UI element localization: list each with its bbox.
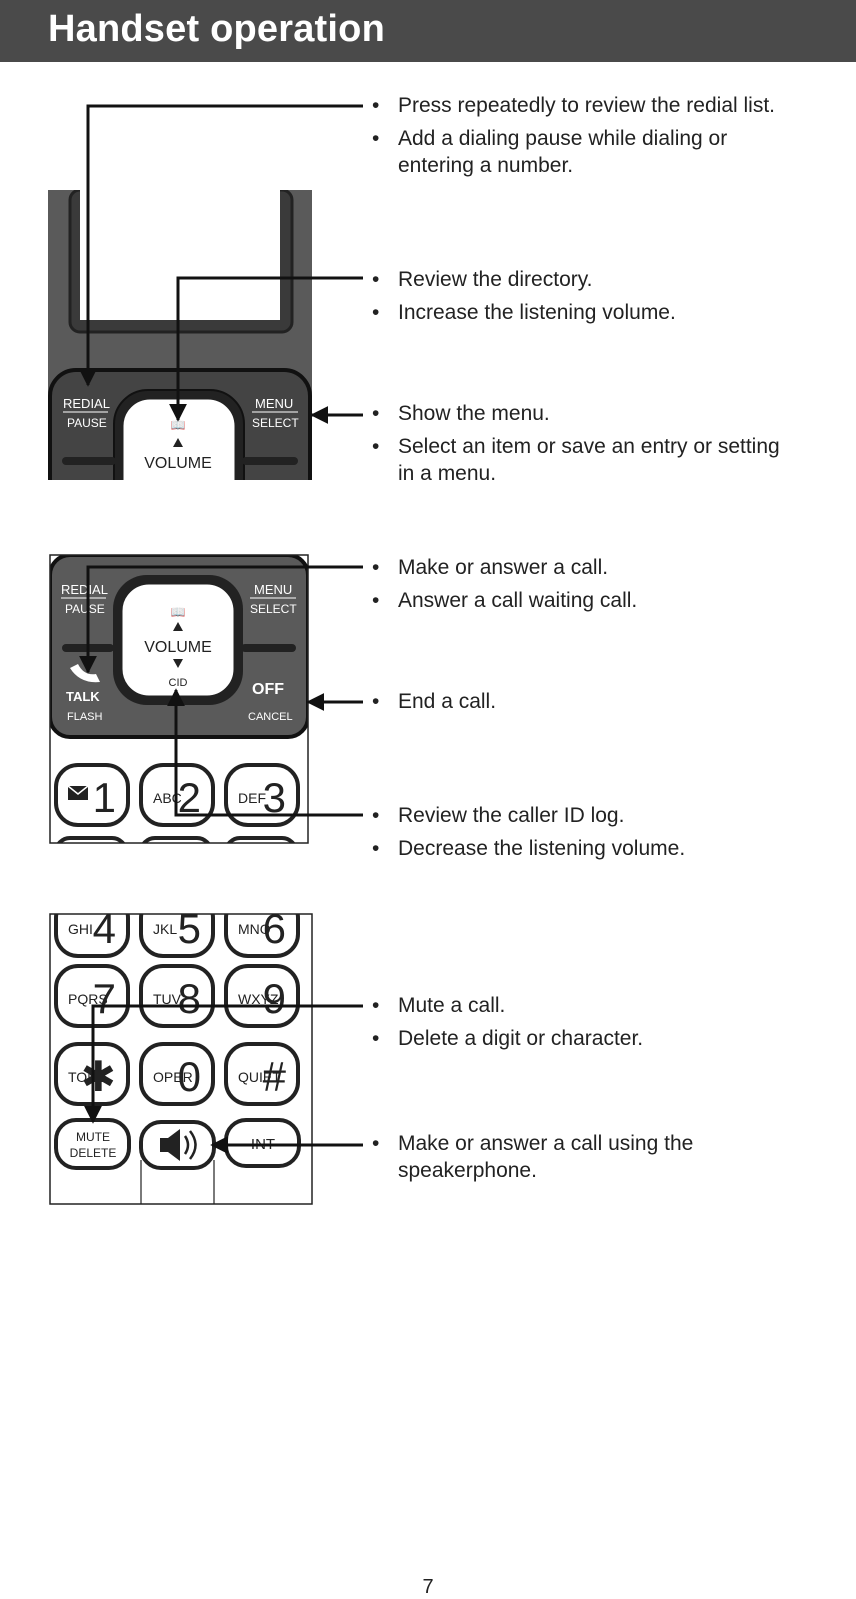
pause-key-label: PAUSE <box>67 416 107 430</box>
speaker-icon <box>160 1129 197 1161</box>
panel-top-handset: REDIAL PAUSE MENU SELECT 📖 VOLUME <box>48 190 312 480</box>
bullet-item: Review the directory. <box>370 266 790 293</box>
key-digit: # <box>263 1053 287 1100</box>
bullet-item: Make or answer a call. <box>370 554 790 581</box>
page-number: 7 <box>422 1576 434 1598</box>
callout-speaker: Make or answer a call using the speakerp… <box>370 1130 790 1190</box>
key-letters: OPER <box>153 1069 193 1085</box>
bullet-item: Review the caller ID log. <box>370 802 790 829</box>
bullet-item: Make or answer a call using the speakerp… <box>370 1130 790 1184</box>
delete-label: DELETE <box>70 1146 117 1160</box>
key-letters: QUIET <box>238 1069 281 1085</box>
callout-talk: Make or answer a call. Answer a call wai… <box>370 554 790 620</box>
book-icon: 📖 <box>171 418 186 432</box>
key-digit: 1 <box>93 774 116 821</box>
key-letters: TUV <box>153 991 182 1007</box>
bullet-item: Answer a call waiting call. <box>370 587 790 614</box>
key-letters: DEF <box>238 790 266 806</box>
redial-leader <box>79 104 363 387</box>
key-letters: JKL <box>153 921 177 937</box>
callout-cid: Review the caller ID log. Decrease the l… <box>370 802 790 868</box>
bullet-item: Press repeatedly to review the redial li… <box>370 92 790 119</box>
up-arrow-icon <box>173 622 183 631</box>
mute-leader <box>84 1004 363 1124</box>
key-letters: GHI <box>68 921 93 937</box>
callout-directory: Review the directory. Increase the liste… <box>370 266 790 332</box>
page-header: Handset operation <box>0 0 856 62</box>
mute-label: MUTE <box>76 1130 110 1144</box>
bullet-item: End a call. <box>370 688 790 715</box>
mute-delete-key <box>54 1118 131 1170</box>
keypad-key: 1 <box>54 763 130 827</box>
callout-lines <box>79 104 363 1154</box>
talk-leader <box>79 565 363 674</box>
down-arrow-icon <box>173 659 183 668</box>
bullet-item: Add a dialing pause while dialing or ent… <box>370 125 790 179</box>
page-title: Handset operation <box>48 8 385 50</box>
key-letters: PQRS <box>68 991 108 1007</box>
volume-label: VOLUME <box>144 639 212 656</box>
menu-key-label: MENU <box>255 396 293 411</box>
key-digit: 3 <box>263 774 286 821</box>
bullet-item: Mute a call. <box>370 992 790 1019</box>
key-digit: 5 <box>178 905 201 952</box>
handset-screen <box>80 190 280 320</box>
key-letters: TONE <box>68 1069 107 1085</box>
key-digit: 7 <box>93 975 116 1022</box>
key-letters: WXYZ <box>238 991 279 1007</box>
bullet-item: Delete a digit or character. <box>370 1025 790 1052</box>
pause-key-label: PAUSE <box>65 602 105 616</box>
cid-leader <box>167 688 363 817</box>
key-digit: 4 <box>93 905 116 952</box>
bullet-item: Show the menu. <box>370 400 790 427</box>
talk-label: TALK <box>66 689 100 704</box>
volume-label: VOLUME <box>144 455 212 472</box>
bullet-item: Select an item or save an entry or setti… <box>370 433 790 487</box>
book-icon: 📖 <box>171 605 186 619</box>
voicemail-envelope-icon <box>67 785 89 800</box>
callout-redial: Press repeatedly to review the redial li… <box>370 92 790 185</box>
key-digit: ✱ <box>81 1053 116 1100</box>
cancel-label: CANCEL <box>248 711 293 723</box>
callout-off: End a call. <box>370 688 790 721</box>
bullet-item: Increase the listening volume. <box>370 299 790 326</box>
key-digit: 2 <box>178 774 201 821</box>
cid-label: CID <box>169 677 188 689</box>
key-letters: MNO <box>238 921 271 937</box>
key-digit: 9 <box>263 975 286 1022</box>
redial-key-label: REDIAL <box>61 582 108 597</box>
bullet-item: Decrease the listening volume. <box>370 835 790 862</box>
key-digit: 8 <box>178 975 201 1022</box>
callout-menu: Show the menu. Select an item or save an… <box>370 400 790 493</box>
flash-label: FLASH <box>67 711 103 723</box>
redial-key-label: REDIAL <box>63 396 110 411</box>
menu-key-label: MENU <box>254 582 292 597</box>
callout-mute: Mute a call. Delete a digit or character… <box>370 992 790 1058</box>
key-digit: 6 <box>263 905 286 952</box>
directory-leader <box>169 276 363 422</box>
select-key-label: SELECT <box>250 602 297 616</box>
off-label: OFF <box>252 681 284 698</box>
keypad-key: QUIET# <box>224 1042 300 1106</box>
select-key-label: SELECT <box>252 416 299 430</box>
up-arrow-icon <box>173 438 183 447</box>
key-digit: 0 <box>178 1053 201 1100</box>
